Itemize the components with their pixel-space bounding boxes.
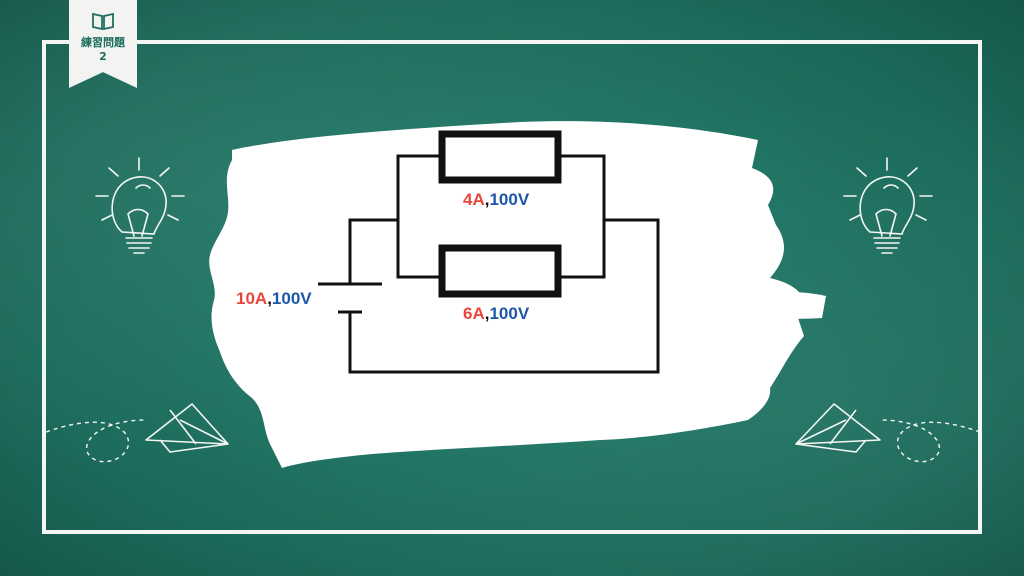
battery-symbol [318,282,382,314]
wire-source-top [348,218,398,283]
wire-return [348,218,660,374]
resistor-bottom [438,244,562,298]
paper-plane-icon-right [795,403,881,453]
circuit-wires [348,154,660,374]
lightbulb-icon-right [843,157,933,254]
white-paint-streak [700,291,826,322]
dashed-flight-path-right [879,419,981,463]
chalk-frame [42,40,982,534]
resistor-top-label: 4A,100V [463,190,529,210]
resistor-bottom-voltage: 100V [489,304,530,323]
resistor-top-current: 4A [463,190,485,209]
lightbulb-icon-left [95,157,185,254]
resistor-bottom-comma: , [484,304,490,323]
paper-plane-icon-left [145,403,229,453]
source-label: 10A,100V [236,289,312,309]
source-current: 10A [236,289,268,308]
source-voltage: 100V [271,289,312,308]
resistor-bottom-label: 6A,100V [463,304,529,324]
wire-top-right [558,154,606,279]
resistor-bottom-current: 6A [463,304,485,323]
dashed-flight-path-left [45,419,147,463]
source-comma: , [267,289,272,308]
resistor-top [438,130,562,184]
badge-number: 2 [99,50,107,63]
resistor-top-comma: , [484,190,490,209]
resistor-top-voltage: 100V [489,190,530,209]
book-icon [92,12,114,31]
wire-top-branch [396,154,442,279]
badge-title: 練習問題 [81,36,125,49]
